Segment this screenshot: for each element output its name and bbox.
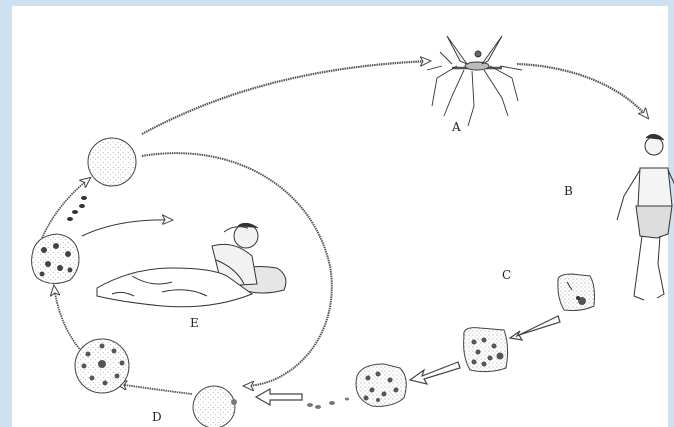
block-arrow-1 — [510, 316, 560, 340]
life-cycle-diagram — [12, 6, 674, 427]
label-b: B — [564, 184, 573, 198]
mosquito-icon — [427, 36, 522, 126]
liver-cell-2 — [464, 328, 508, 372]
red-blood-cell-d — [193, 386, 237, 427]
label-d: D — [152, 410, 162, 424]
label-c: C — [502, 268, 511, 282]
block-arrow-3 — [256, 389, 302, 405]
escaping-merozoites — [67, 196, 87, 221]
arrow-mosquito-to-man — [517, 64, 648, 118]
liver-cell-1 — [558, 274, 595, 311]
merozoite-dots — [307, 398, 349, 410]
arrow-cells-to-mosquito — [142, 61, 430, 134]
arrow-cell-2-to-cell-1 — [54, 286, 84, 354]
arrow-to-patient — [82, 220, 172, 236]
gametocyte-cell — [88, 138, 136, 186]
walking-man-icon — [617, 134, 674, 300]
liver-cell-ruptured — [356, 364, 406, 406]
block-arrow-2 — [410, 362, 460, 384]
label-e: E — [190, 316, 199, 330]
arrow-cell-1-to-top — [42, 178, 90, 238]
label-a: A — [452, 120, 461, 134]
arrow-d-to-cell-2 — [117, 384, 192, 394]
reclining-sick-man-icon — [97, 223, 286, 306]
rupturing-cell — [32, 234, 79, 284]
schizont-cell — [75, 339, 129, 393]
